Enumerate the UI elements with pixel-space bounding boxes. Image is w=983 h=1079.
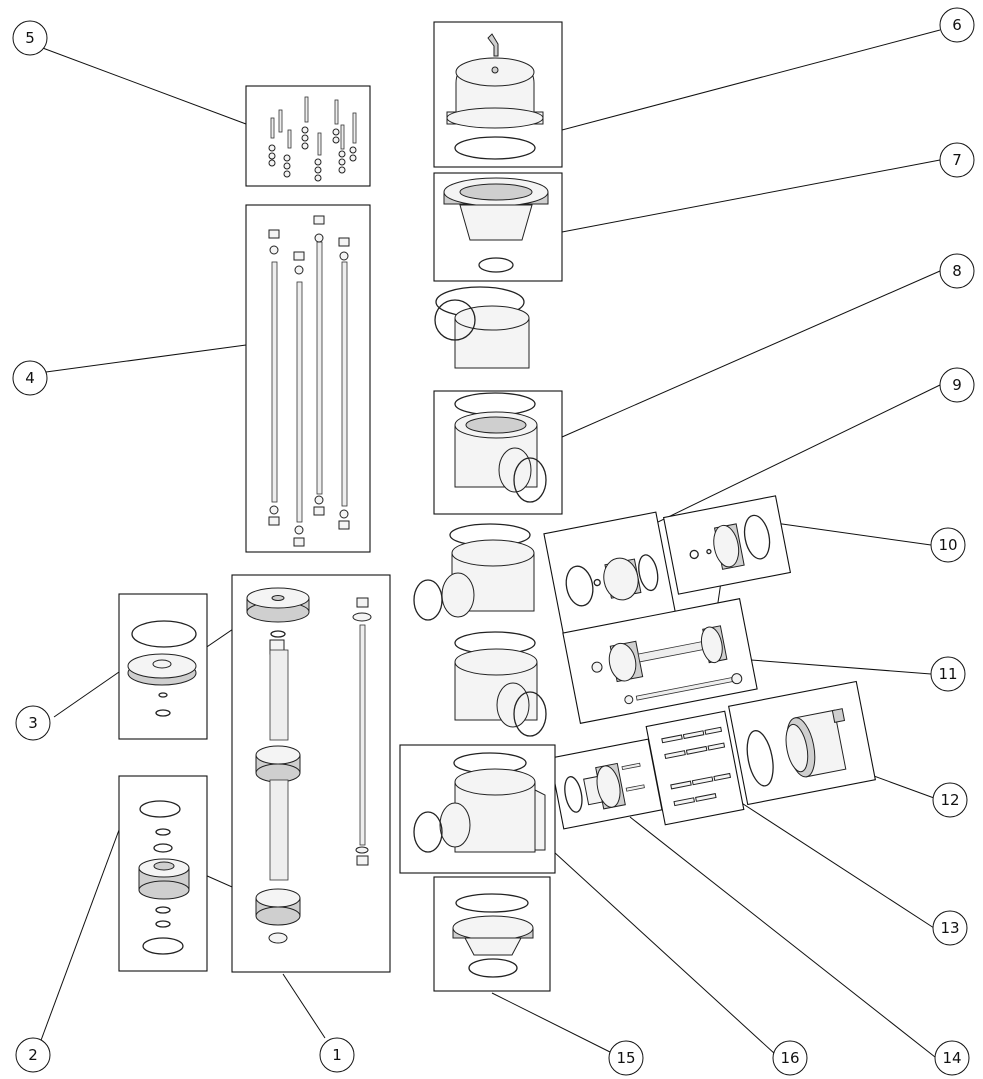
callout-4: 4 (12, 360, 48, 396)
end-cap-drawing (746, 708, 847, 787)
callout-13: 13 (932, 910, 968, 946)
stem-assembly-drawing (591, 625, 743, 705)
body-port-right-drawing (454, 631, 547, 737)
svg-text:9: 9 (952, 376, 962, 394)
callout-12: 12 (932, 782, 968, 818)
svg-text:7: 7 (952, 151, 962, 169)
callout-8: 8 (939, 253, 975, 289)
svg-text:12: 12 (940, 791, 959, 809)
callout-16: 16 (772, 1040, 808, 1076)
shaft-assembly-drawing (246, 587, 372, 944)
body-side-port-drawing (454, 392, 547, 503)
bolt-kit-drawing (661, 726, 732, 807)
svg-text:10: 10 (938, 536, 957, 554)
svg-text:16: 16 (780, 1049, 799, 1067)
svg-text:14: 14 (942, 1049, 961, 1067)
bonnet-drawing (443, 177, 549, 273)
tee-body-drawing (413, 752, 546, 853)
callout-1: 1 (319, 1037, 355, 1073)
svg-text:4: 4 (25, 369, 35, 387)
callout-3: 3 (15, 705, 51, 741)
svg-text:13: 13 (940, 919, 959, 937)
bolt-set-drawing (268, 96, 357, 182)
valve-body-module-drawing (434, 286, 530, 369)
frame-4 (245, 204, 371, 553)
callout-7: 7 (939, 142, 975, 178)
bottom-cover-drawing (452, 893, 534, 978)
svg-text:3: 3 (28, 714, 38, 732)
actuator-cover-drawing (446, 33, 544, 160)
actuator-piston-drawing (564, 762, 645, 813)
leader-lines (39, 29, 941, 1058)
callout-5: 5 (12, 20, 48, 56)
svg-text:2: 2 (28, 1046, 38, 1064)
svg-text:11: 11 (938, 665, 957, 683)
callout-14: 14 (934, 1040, 970, 1076)
svg-text:6: 6 (952, 16, 962, 34)
svg-text:1: 1 (332, 1046, 342, 1064)
body-port-left-drawing (413, 523, 535, 621)
callout-2: 2 (15, 1037, 51, 1073)
callout-9: 9 (939, 367, 975, 403)
tie-rods-drawing (268, 215, 350, 547)
callout-6: 6 (939, 7, 975, 43)
svg-text:8: 8 (952, 262, 962, 280)
piston-disc-drawing (127, 620, 197, 717)
seat-drawing (565, 554, 659, 607)
svg-text:5: 5 (25, 29, 35, 47)
svg-text:15: 15 (616, 1049, 635, 1067)
piston-drawing (689, 514, 771, 570)
callout-11: 11 (930, 656, 966, 692)
callout-15: 15 (608, 1040, 644, 1076)
callout-10: 10 (930, 527, 966, 563)
seal-housing-drawing (138, 800, 190, 955)
